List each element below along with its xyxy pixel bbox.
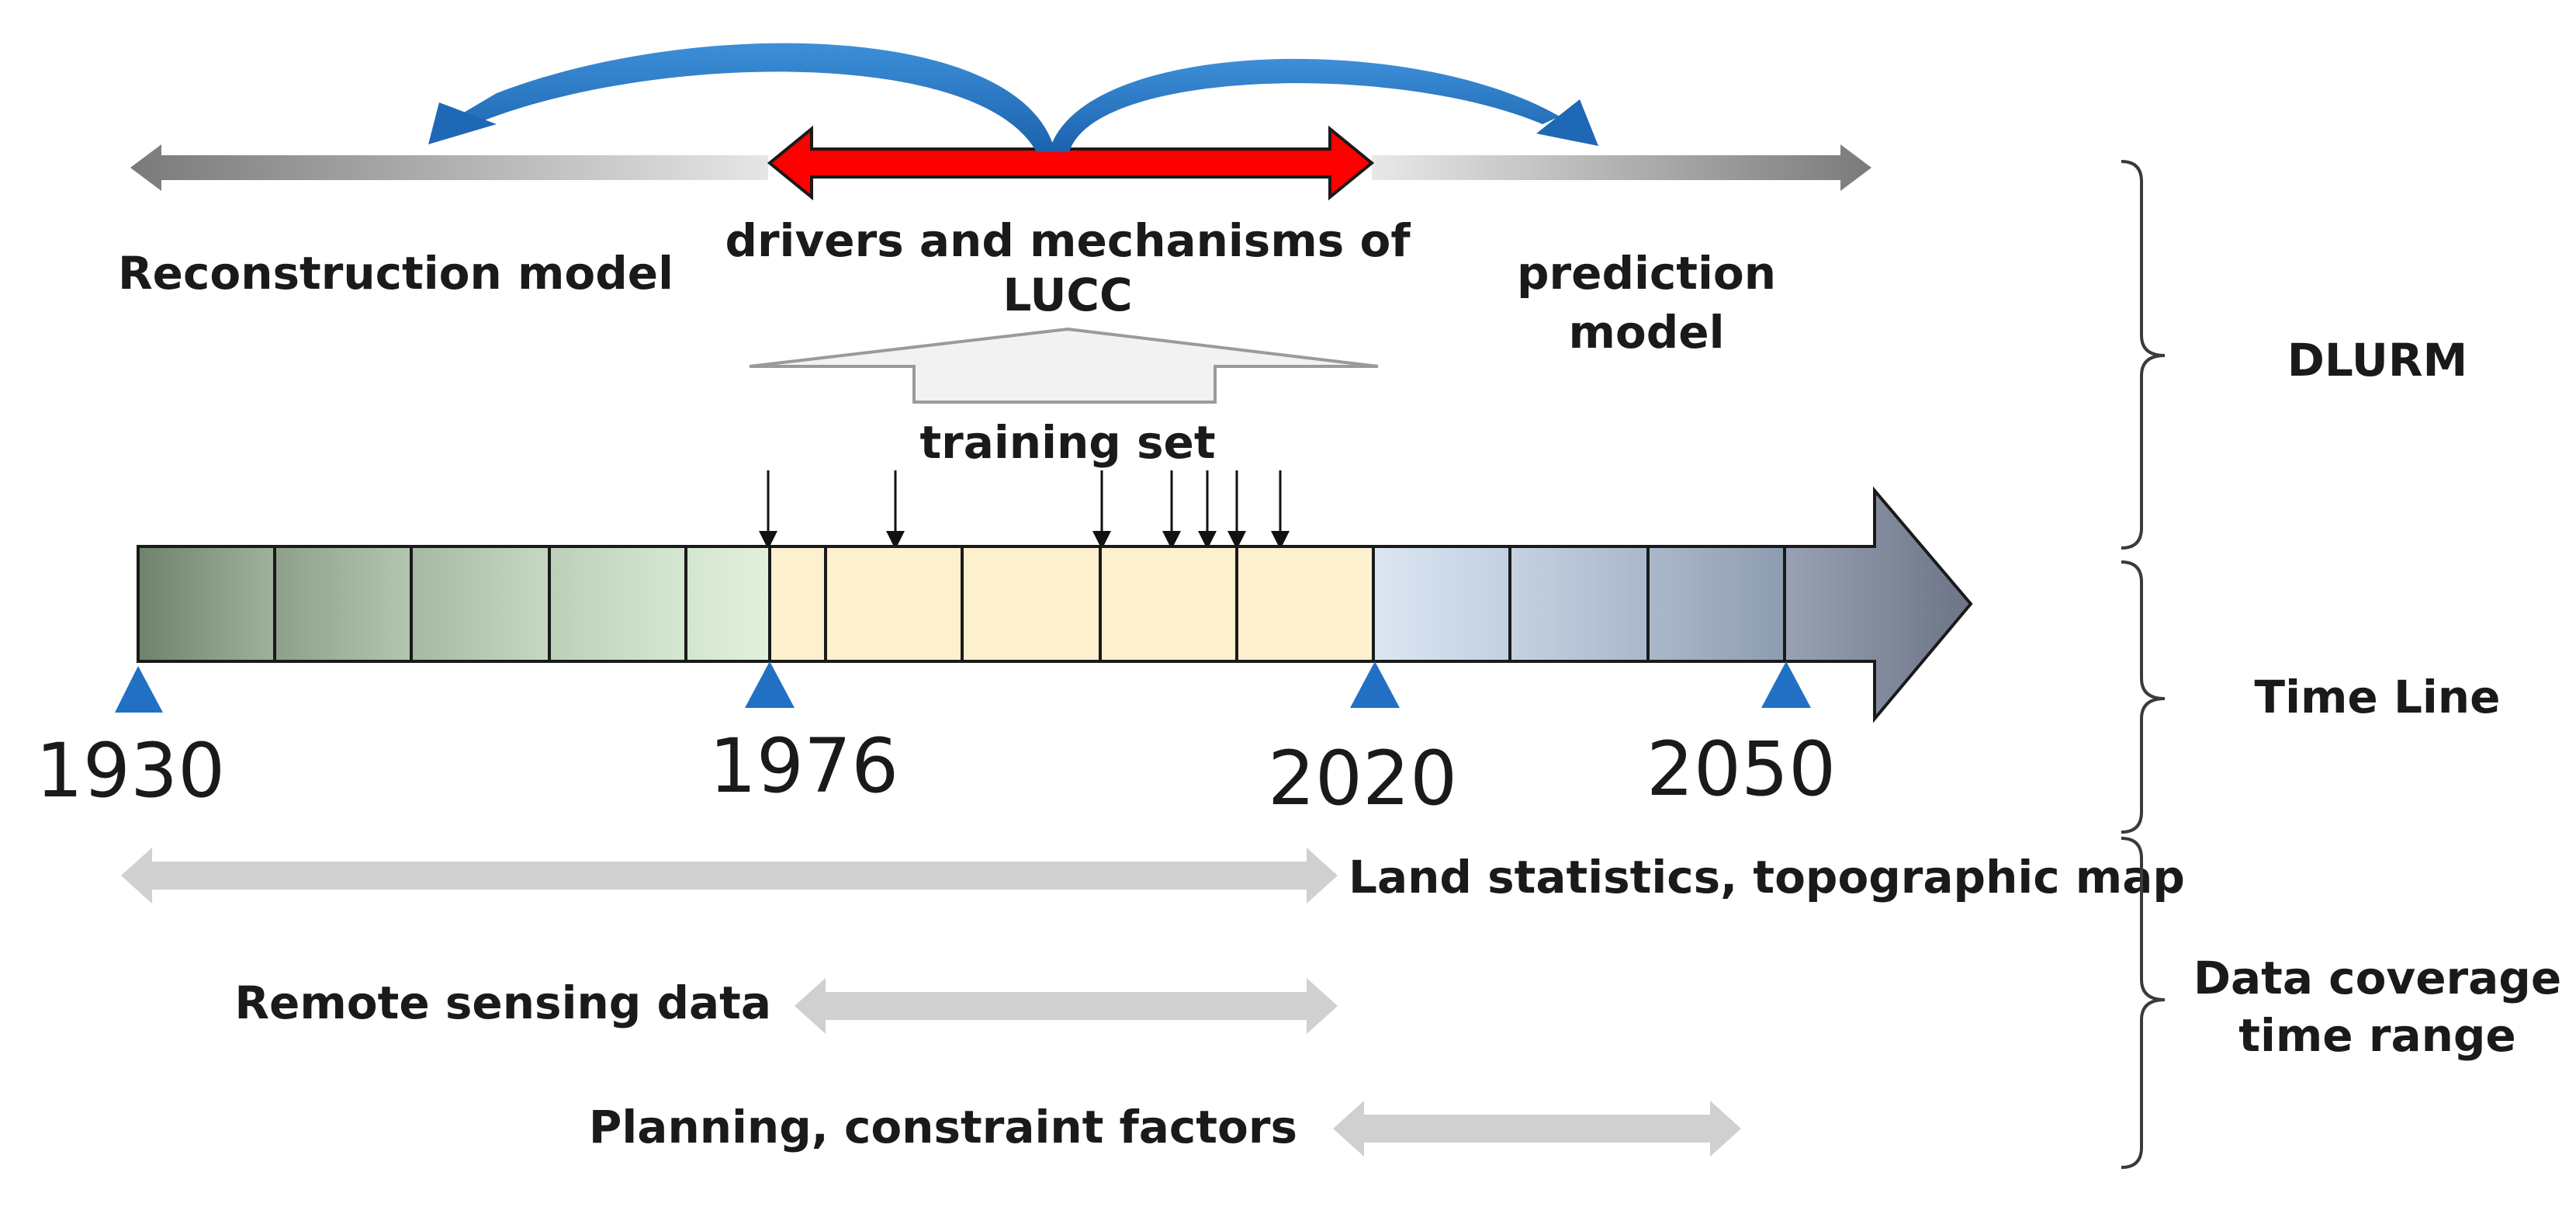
drivers-red-double-arrow	[767, 125, 1375, 201]
year-markers	[115, 661, 1811, 713]
timeline-bar	[137, 486, 1973, 723]
time-range-label: time range	[2238, 1009, 2515, 1062]
prediction-gray-arrow	[1372, 144, 1871, 191]
data-coverage-label: Data coverage	[2193, 952, 2561, 1004]
drivers-label: drivers and mechanisms of	[725, 214, 1411, 267]
year-1930: 1930	[36, 727, 225, 814]
dlurm-label: DLURM	[2287, 334, 2468, 387]
blue-curved-arrows	[428, 43, 1598, 152]
year-1976: 1976	[709, 723, 898, 810]
year-2020: 2020	[1268, 735, 1457, 822]
remote-sensing-arrow	[795, 978, 1338, 1034]
land-statistics-arrow	[121, 848, 1338, 904]
lucc-label: LUCC	[1002, 269, 1132, 321]
training-set-arrow	[749, 327, 1379, 404]
model-label: model	[1568, 306, 1724, 359]
year-2050: 2050	[1646, 726, 1836, 813]
training-set-label: training set	[919, 416, 1215, 469]
prediction-label: prediction	[1517, 247, 1776, 300]
time-line-label: Time Line	[2255, 671, 2501, 723]
planning-label: Planning, constraint factors	[589, 1101, 1297, 1153]
right-braces	[2121, 160, 2166, 1169]
remote-sensing-label: Remote sensing data	[234, 976, 771, 1029]
land-statistics-label: Land statistics, topographic map	[1349, 851, 2185, 904]
planning-arrow	[1333, 1101, 1741, 1157]
reconstruction-model-label: Reconstruction model	[118, 247, 673, 300]
reconstruction-gray-arrow	[130, 144, 768, 191]
training-sample-arrows	[759, 470, 1290, 550]
